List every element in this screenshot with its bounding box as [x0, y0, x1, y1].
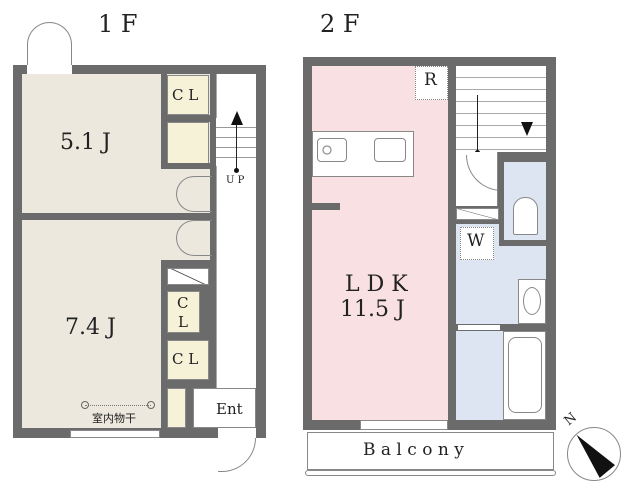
- toilet-icon: [513, 197, 538, 235]
- bathtub-inner: [508, 337, 542, 413]
- closet-x-box: [456, 208, 499, 220]
- closet-3-label-top: C: [177, 294, 189, 312]
- stairs-down: [456, 66, 546, 152]
- room-bath: [456, 331, 503, 420]
- fridge-label: R: [424, 70, 437, 90]
- balcony-label: B a l c o n y: [363, 440, 464, 460]
- wall-stub: [312, 203, 340, 210]
- drying-label: 室内物干: [92, 412, 136, 425]
- fridge-space: [415, 66, 448, 100]
- room-ldk: [312, 66, 448, 420]
- washbasin: [518, 279, 546, 324]
- closet-divider: [161, 163, 211, 169]
- hall-wall: [210, 74, 216, 174]
- closet-3: [167, 291, 200, 333]
- washer-space: [460, 227, 494, 260]
- arrow-up-icon: [231, 111, 243, 125]
- entrance-label: Ent: [216, 400, 243, 418]
- door-arc-entrance: [218, 438, 256, 472]
- window-2f: [360, 420, 448, 430]
- bedroom-2-size: 7.4 J: [65, 315, 116, 340]
- compass-icon: [567, 427, 621, 481]
- closet-1: [167, 75, 209, 115]
- floor2-title: 2 F: [320, 10, 360, 38]
- door-arc-top: [27, 22, 72, 67]
- toilet-wall: [498, 152, 504, 242]
- closet-3-label-bottom: L: [178, 313, 188, 331]
- drying-hook: [147, 401, 155, 409]
- stairs-dot: [234, 168, 239, 173]
- floor1-top-opening: [27, 65, 72, 74]
- closet-1-label: C L: [172, 86, 199, 104]
- bath-door: [458, 325, 500, 330]
- door-arc: [176, 176, 212, 212]
- stairs-arrow-line: [477, 95, 478, 150]
- stove-icon: [317, 138, 347, 162]
- drying-rod: [85, 405, 151, 406]
- toilet-wall: [498, 152, 546, 161]
- stairs-arrow-line: [236, 118, 237, 170]
- compass-north-label: N: [561, 410, 580, 429]
- bedroom-1-size: 5.1 J: [60, 130, 111, 155]
- room-divider-wall: [22, 213, 216, 220]
- drying-hook: [81, 401, 89, 409]
- balcony: [307, 432, 554, 470]
- floor1-title: 1 F: [98, 10, 138, 38]
- door-arc: [176, 220, 212, 256]
- closet-4-label: C L: [172, 350, 199, 368]
- closet-2: [167, 122, 209, 164]
- arrow-down-icon: [521, 122, 533, 136]
- stairs-up-label: U P: [226, 175, 245, 186]
- ldk-label: L D K: [345, 272, 408, 297]
- balcony-rail: [305, 470, 556, 476]
- bath-wall: [456, 324, 546, 331]
- washer-label: W: [467, 231, 485, 251]
- sink-icon: [374, 138, 406, 162]
- entrance-opening: [218, 428, 256, 438]
- washbasin-bowl-icon: [523, 287, 541, 315]
- shoe-closet: [167, 388, 186, 428]
- closet-divider: [161, 115, 211, 122]
- window-1f: [70, 430, 160, 438]
- entrance: [193, 388, 256, 428]
- closet-4: [167, 340, 209, 380]
- closet-x-box: [167, 268, 209, 285]
- ldk-size: 11.5 J: [340, 297, 405, 322]
